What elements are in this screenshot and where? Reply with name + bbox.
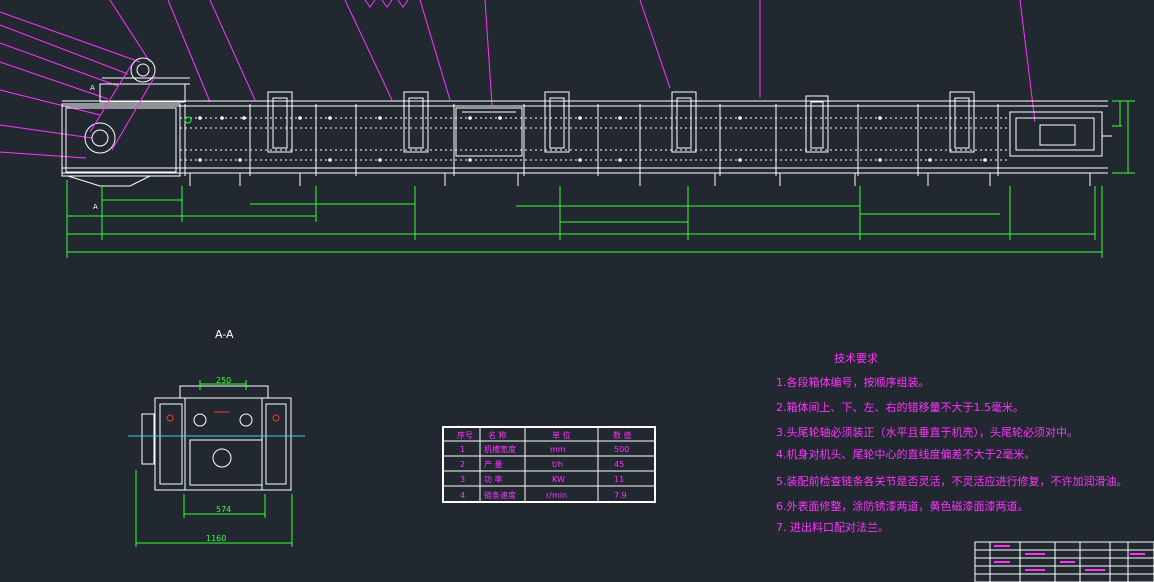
leader-lines xyxy=(0,0,1036,159)
table-cell: 11 xyxy=(614,475,624,484)
parameter-table-header: 序号 名 称 单 位 数 值 xyxy=(457,430,632,440)
table-cell: 功 率 xyxy=(484,474,503,484)
tech-title: 技术要求 xyxy=(834,352,878,365)
tech-item: 5.装配前检查链条各关节是否灵活，不灵活应进行修复，不许加润滑油。 xyxy=(776,474,1128,488)
section-aa-view xyxy=(141,385,292,491)
table-cell: 7.9 xyxy=(614,491,627,500)
tech-item: 1.各段箱体编号，按顺序组装。 xyxy=(776,375,930,389)
table-cell: 3 xyxy=(460,475,465,484)
table-header-cell: 名 称 xyxy=(488,430,507,440)
table-header-cell: 单 位 xyxy=(552,430,571,440)
drive-belt xyxy=(89,63,192,151)
section-label: A-A xyxy=(215,328,234,341)
table-cell: 2 xyxy=(460,460,465,469)
tech-item: 2.箱体间上、下、左、右的错移量不大于1.5毫米。 xyxy=(776,400,1024,414)
technical-requirements: 技术要求 1.各段箱体编号，按顺序组装。 2.箱体间上、下、左、右的错移量不大于… xyxy=(776,352,1128,534)
table-cell: t/h xyxy=(552,460,563,469)
table-cell: 4 xyxy=(460,491,465,500)
section-aa-dims xyxy=(135,380,293,547)
tech-item: 7. 进出料口配对法兰。 xyxy=(776,520,889,534)
view-marker-top: A xyxy=(90,84,95,92)
chain-rollers xyxy=(198,116,987,162)
dim-label-250: 250 xyxy=(216,376,231,385)
parameter-table xyxy=(442,426,656,503)
table-cell: 产 量 xyxy=(484,459,503,469)
dim-label-1160: 1160 xyxy=(206,534,226,543)
table-cell: mm xyxy=(550,445,566,454)
table-header-cell: 序号 xyxy=(457,430,473,440)
table-cell: 链条速度 xyxy=(484,490,516,500)
table-header-cell: 数 值 xyxy=(613,430,632,440)
table-cell: 45 xyxy=(614,460,624,469)
view-marker-bottom: A xyxy=(93,203,98,211)
table-cell: 500 xyxy=(614,445,629,454)
table-cell: r/min xyxy=(546,491,567,500)
parameter-table-rows: 1 机槽宽度 mm 500 2 产 量 t/h 45 3 功 率 KW 11 4… xyxy=(460,444,629,500)
conveyor-elevation xyxy=(61,57,1112,187)
dim-label-574: 574 xyxy=(216,505,231,514)
table-cell: KW xyxy=(552,475,565,484)
dimension-lines xyxy=(66,100,1135,258)
title-block xyxy=(974,541,1154,582)
section-aa-details xyxy=(166,411,280,422)
table-cell: 1 xyxy=(460,445,465,454)
tech-item: 3.头尾轮轴必须装正（水平且垂直于机壳），头尾轮必须对中。 xyxy=(776,425,1078,439)
table-cell: 机槽宽度 xyxy=(484,444,516,454)
tech-item: 4.机身对机头、尾轮中心的直线度偏差不大于2毫米。 xyxy=(776,447,1036,461)
tech-item: 6.外表面修整，涂防锈漆两道，黄色磁漆面漆两道。 xyxy=(776,499,1029,513)
title-block-entries xyxy=(994,545,1145,571)
